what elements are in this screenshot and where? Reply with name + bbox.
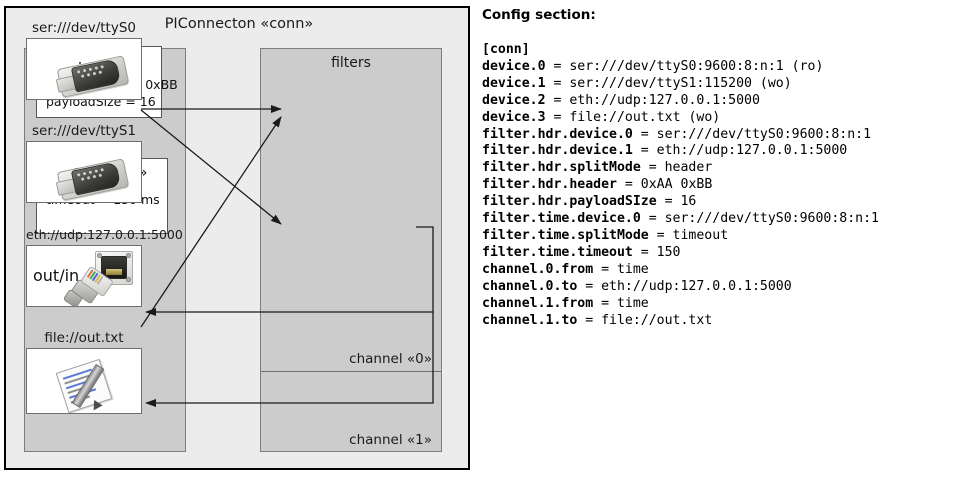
config-line-value: = ser:///dev/ttyS0:9600:8:n:1 xyxy=(640,211,879,227)
channel-0-band: channel «0» xyxy=(261,49,441,372)
config-line-key: filter.time.timeout xyxy=(482,244,633,260)
config-line: filter.hdr.splitMode = header xyxy=(482,160,960,177)
config-line-key: channel.0.from xyxy=(482,261,594,277)
config-line: channel.0.from = time xyxy=(482,262,960,279)
config-line: filter.hdr.payloadSIze = 16 xyxy=(482,194,960,211)
device-ttys1-caption: ser:///dev/ttyS1 xyxy=(32,123,136,139)
piconnection-component-frame: PIConnecton «conn» filters channel «0» c… xyxy=(4,6,470,470)
config-line-value: = ser:///dev/ttyS0:9600:8:n:1 xyxy=(632,126,872,142)
config-line-key: [conn] xyxy=(482,42,530,57)
config-line-key: filter.time.splitMode xyxy=(482,227,649,243)
config-line: device.1 = ser:///dev/ttyS1:115200 (wo) xyxy=(482,76,960,93)
config-line-key: channel.0.to xyxy=(482,278,578,294)
config-line-value: = 16 xyxy=(656,194,697,210)
channel-0-label: channel «0» xyxy=(349,351,432,367)
config-line-key: filter.hdr.device.1 xyxy=(482,143,633,159)
device-ttys0-caption: ser:///dev/ttyS0 xyxy=(32,20,136,36)
config-line-value: = file://out.txt (wo) xyxy=(545,109,721,125)
config-line-key: filter.hdr.payloadSIze xyxy=(482,194,657,210)
config-line-value: = 0xAA 0xBB xyxy=(616,177,713,193)
text-document-icon xyxy=(55,358,125,414)
device-file-caption: file://out.txt xyxy=(44,330,124,346)
config-line-key: device.0 xyxy=(482,58,546,74)
config-line-value: = 150 xyxy=(632,244,681,260)
config-line: filter.hdr.header = 0xAA 0xBB xyxy=(482,177,960,194)
config-line: device.0 = ser:///dev/ttyS0:9600:8:n:1 (… xyxy=(482,59,960,76)
config-line: device.2 = eth://udp:127.0.0.1:5000 xyxy=(482,93,960,110)
config-line: channel.1.to = file://out.txt xyxy=(482,313,960,330)
config-line-key: filter.hdr.header xyxy=(482,177,617,193)
device-eth-caption: eth://udp:127.0.0.1:5000 xyxy=(26,227,183,242)
config-line-value: = ser:///dev/ttyS0:9600:8:n:1 (ro) xyxy=(545,58,824,74)
device-ttys0-card: in xyxy=(26,38,142,100)
device-ttys1-card: out xyxy=(26,141,142,203)
serial-port-icon xyxy=(55,53,130,98)
config-line-key: device.3 xyxy=(482,109,546,125)
config-section-heading: Config section: xyxy=(482,7,596,23)
config-line: channel.1.from = time xyxy=(482,296,960,313)
config-line: filter.time.device.0 = ser:///dev/ttyS0:… xyxy=(482,211,960,228)
config-line-key: filter.hdr.splitMode xyxy=(482,160,641,176)
config-line-value: = eth://udp:127.0.0.1:5000 xyxy=(577,278,792,294)
config-line: filter.hdr.device.1 = eth://udp:127.0.0.… xyxy=(482,143,960,160)
config-line-key: channel.1.to xyxy=(482,312,578,328)
channel-1-label: channel «1» xyxy=(349,432,432,448)
config-line-value: = time xyxy=(593,295,649,311)
config-line-key: filter.hdr.device.0 xyxy=(482,126,633,142)
config-line-value: = ser:///dev/ttyS1:115200 (wo) xyxy=(545,75,792,91)
config-line: device.3 = file://out.txt (wo) xyxy=(482,110,960,127)
serial-port-icon xyxy=(55,156,130,201)
config-line: filter.time.timeout = 150 xyxy=(482,245,960,262)
config-line-value: = file://out.txt xyxy=(577,312,713,328)
config-line-value: = eth://udp:127.0.0.1:5000 xyxy=(632,143,848,159)
device-file-card: out xyxy=(26,348,142,414)
config-line-key: filter.time.device.0 xyxy=(482,211,641,227)
device-eth-card: out/in xyxy=(26,245,142,309)
config-line-key: device.2 xyxy=(482,92,546,108)
config-line: channel.0.to = eth://udp:127.0.0.1:5000 xyxy=(482,279,960,296)
filters-group-title: filters xyxy=(331,55,371,71)
config-line-key: channel.1.from xyxy=(482,295,594,311)
config-line-value: = timeout xyxy=(648,227,729,243)
device-eth-direction: out/in xyxy=(33,266,80,285)
config-line: filter.time.splitMode = timeout xyxy=(482,228,960,245)
config-line-key: device.1 xyxy=(482,75,546,91)
ethernet-port-icon xyxy=(62,250,141,309)
config-line-value: = time xyxy=(593,261,649,277)
config-line-value: = header xyxy=(640,160,713,176)
config-line-value: = eth://udp:127.0.0.1:5000 xyxy=(545,92,760,108)
component-title: PIConnecton «conn» xyxy=(164,16,314,32)
config-line: filter.hdr.device.0 = ser:///dev/ttyS0:9… xyxy=(482,127,960,144)
config-line: [conn] xyxy=(482,42,960,59)
config-section-text: [conn]device.0 = ser:///dev/ttyS0:9600:8… xyxy=(482,42,960,329)
channel-1-band: channel «1» xyxy=(261,372,441,452)
filters-group: filters channel «0» channel «1» xyxy=(260,48,442,452)
